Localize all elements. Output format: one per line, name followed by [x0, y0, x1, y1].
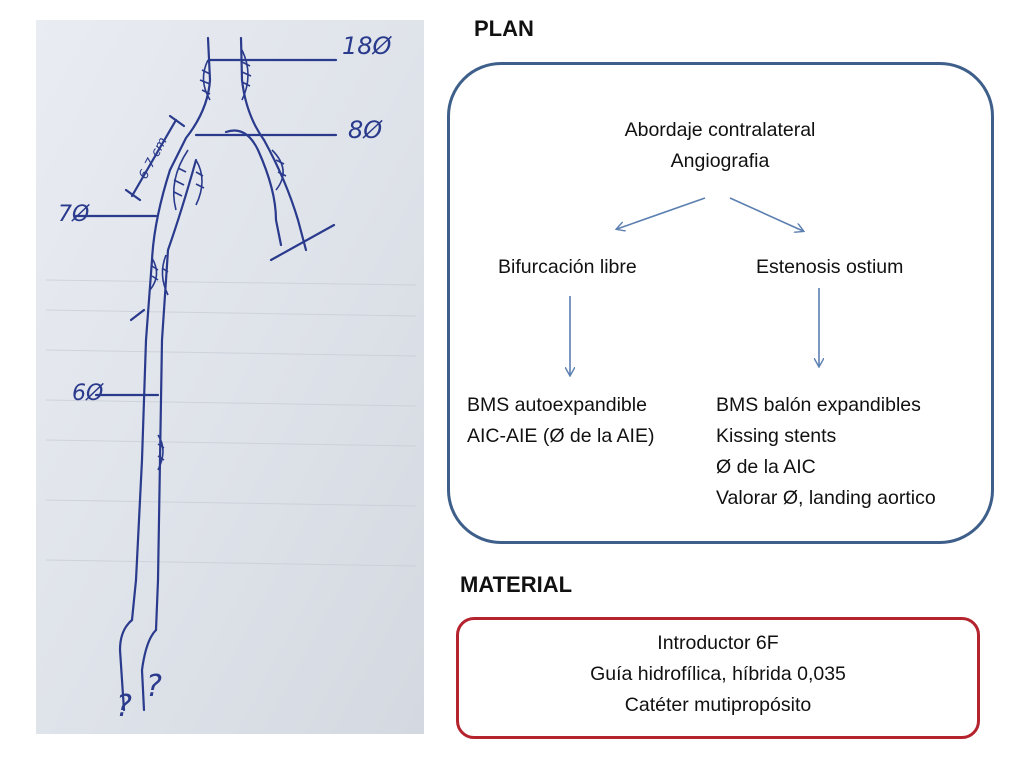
material-heading: MATERIAL	[460, 572, 573, 597]
right-result-line: Ø de la AIC	[716, 456, 816, 478]
approach-line: Angiografia	[670, 150, 770, 172]
left-result-line: BMS autoexpandible	[467, 394, 647, 416]
material-box	[456, 617, 980, 739]
label-question-2: ?	[146, 669, 162, 704]
left-result-line: AIC-AIE (Ø de la AIE)	[467, 425, 655, 447]
label-6: 6Ø	[72, 381, 104, 406]
approach-line: Abordaje contralateral	[624, 119, 816, 141]
paper-background	[36, 20, 424, 734]
plan-heading: PLAN	[474, 16, 534, 41]
right-result-line: BMS balón expandibles	[716, 394, 921, 416]
label-7: 7Ø	[58, 202, 90, 227]
branch-right-title: Estenosis ostium	[756, 256, 904, 278]
material-item: Catéter mutipropósito	[624, 694, 812, 716]
right-result-line: Valorar Ø, landing aortico	[716, 487, 936, 509]
label-question-1: ?	[116, 689, 132, 724]
label-18: 18Ø	[342, 32, 393, 60]
material-item: Introductor 6F	[657, 632, 779, 654]
label-8: 8Ø	[348, 116, 383, 144]
plan-box	[447, 62, 994, 544]
right-result: BMS balón expandibles Kissing stents Ø d…	[716, 390, 936, 514]
material-item: Guía hidrofílica, híbrida 0,035	[590, 663, 846, 685]
hand-drawn-vessel-sketch: 18Ø 8Ø 7Ø 6Ø 6-7 cm ? ?	[36, 20, 424, 734]
approach-text: Abordaje contralateral Angiografia	[570, 115, 870, 177]
aorta-left-wall	[168, 36, 212, 172]
branch-left-title: Bifurcación libre	[498, 256, 637, 278]
left-result: BMS autoexpandible AIC-AIE (Ø de la AIE)	[467, 390, 654, 452]
material-list: Introductor 6F Guía hidrofílica, híbrida…	[458, 628, 978, 721]
right-result-line: Kissing stents	[716, 425, 837, 447]
